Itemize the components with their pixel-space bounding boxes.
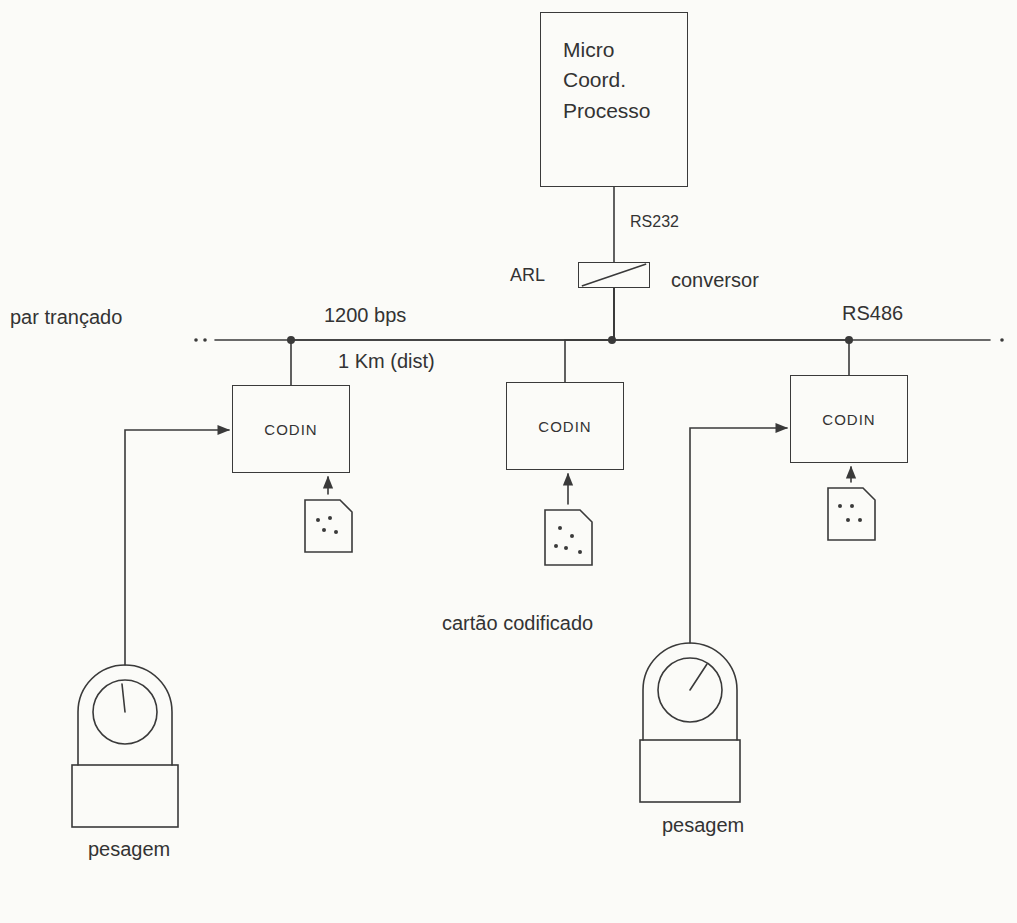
connector-line <box>565 288 614 382</box>
annotation-label: 1200 bps <box>322 304 408 327</box>
box-text: CODIN <box>264 421 317 438</box>
box-text: conversor <box>671 268 759 291</box>
coded-card <box>545 474 592 565</box>
drawing-stroke <box>578 550 582 554</box>
drawing-stroke <box>194 338 198 342</box>
coded-card <box>305 477 352 552</box>
box-text: ARL <box>510 265 545 286</box>
drawing-stroke <box>545 510 592 565</box>
converter-diagonal <box>582 264 646 286</box>
processor-box: Micro Coord. Processo <box>540 12 688 187</box>
converter-box: ARLconversor <box>578 262 650 288</box>
drawing-stroke <box>328 516 332 520</box>
drawing-stroke <box>838 504 862 522</box>
drawing-stroke <box>850 467 852 482</box>
weighing-scale <box>640 428 787 802</box>
drawing-stroke <box>858 518 862 522</box>
connector-line <box>291 288 614 385</box>
drawing-stroke <box>850 504 854 508</box>
drawing-stroke <box>564 546 568 550</box>
coded-card <box>828 467 875 540</box>
drawing-stroke <box>327 477 329 494</box>
drawing-stroke <box>1000 338 1004 342</box>
drawing-stroke <box>643 643 737 740</box>
converter-symbol <box>579 263 649 287</box>
drawing-stroke <box>554 526 582 554</box>
connector-line <box>613 187 615 262</box>
annotation-label: pesagem <box>660 814 746 837</box>
drawing-stroke <box>72 336 1004 827</box>
drawing-stroke <box>554 544 558 548</box>
drawing-stroke <box>640 740 740 802</box>
box-text: Micro Coord. Processo <box>541 13 663 126</box>
drawing-stroke <box>322 528 326 532</box>
drawing-stroke <box>93 680 157 744</box>
drawing-stroke <box>78 665 172 765</box>
annotation-label: 1 Km (dist) <box>336 350 437 373</box>
drawing-stroke <box>316 518 320 522</box>
drawing-stroke <box>122 684 125 712</box>
drawing-stroke <box>334 530 338 534</box>
annotation-label: cartão codificado <box>440 612 595 635</box>
codin-box: CODIN <box>790 375 908 463</box>
signal-label: RS232 <box>628 213 681 231</box>
codin-box: CODIN <box>506 382 624 470</box>
drawing-stroke <box>125 430 229 665</box>
annotation-label: RS486 <box>840 302 905 325</box>
drawing-stroke <box>72 765 178 827</box>
annotation-label: par trançado <box>8 306 124 329</box>
box-text: CODIN <box>822 411 875 428</box>
weighing-scale <box>72 430 229 827</box>
drawing-stroke <box>316 516 338 534</box>
drawing-stroke <box>690 664 707 690</box>
annotation-label: pesagem <box>86 838 172 861</box>
connector-line <box>614 288 849 375</box>
box-text: CODIN <box>538 418 591 435</box>
drawing-stroke <box>567 474 569 504</box>
drawing-stroke <box>690 428 787 643</box>
drawing-stroke <box>558 526 562 530</box>
drawing-stroke <box>570 534 574 538</box>
drawing-stroke <box>838 504 842 508</box>
drawing-stroke <box>203 338 207 342</box>
drawing-stroke <box>846 518 850 522</box>
drawing-stroke <box>828 488 875 540</box>
codin-box: CODIN <box>232 385 350 473</box>
drawing-stroke <box>658 658 722 722</box>
drawing-stroke <box>305 500 352 552</box>
